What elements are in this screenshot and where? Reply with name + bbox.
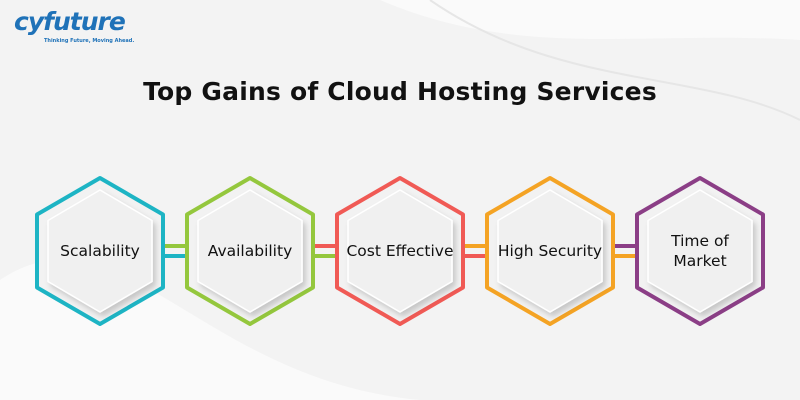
hexagon-label: Availability xyxy=(207,242,293,260)
hexagon-inner xyxy=(197,189,303,313)
hexagon-label: Scalability xyxy=(60,242,140,260)
logo-tagline: Thinking Future, Moving Ahead. xyxy=(44,38,135,44)
hexagon-inner xyxy=(47,189,153,313)
page-title: Top Gains of Cloud Hosting Services xyxy=(143,77,657,106)
hexagon-label: Time of Market xyxy=(671,232,729,270)
hexagon-inner xyxy=(347,189,453,313)
hexagon-inner xyxy=(647,189,753,313)
hexagon-label: High Security xyxy=(497,242,603,260)
cyfuture-logo: cyfuture Thinking Future, Moving Ahead. xyxy=(14,8,134,45)
hexagon-label: Cost Effective xyxy=(346,242,454,260)
logo-wordmark: cyfuture xyxy=(14,7,126,36)
hexagon-inner xyxy=(497,189,603,313)
